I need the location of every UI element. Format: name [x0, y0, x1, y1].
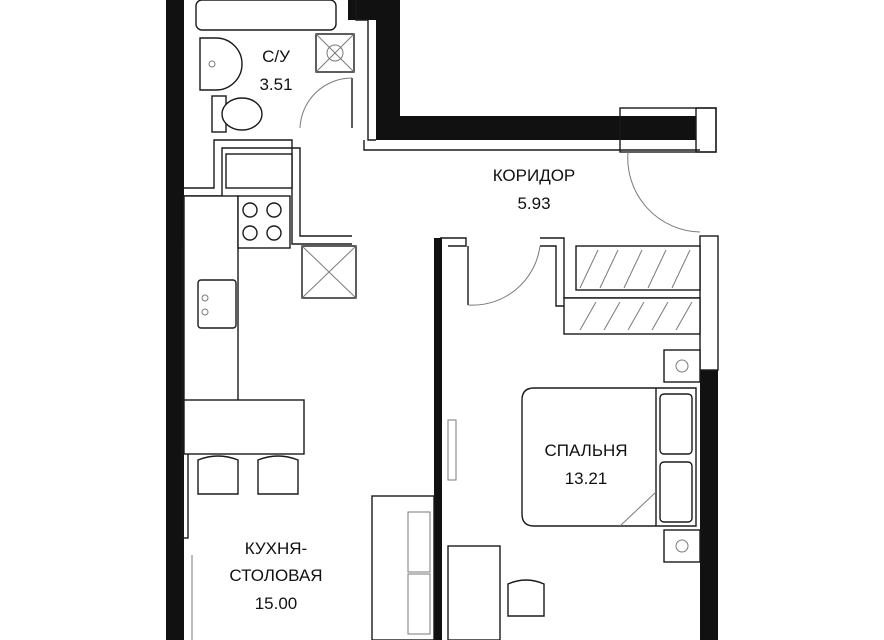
chair-2 — [257, 455, 299, 495]
hatch-2 — [599, 249, 619, 289]
dining-table — [183, 399, 305, 455]
bathtub — [195, 0, 337, 31]
desk — [447, 545, 501, 640]
hatch-4 — [647, 249, 667, 289]
lamp-bottom — [675, 539, 689, 553]
entry-door-swing — [627, 151, 701, 233]
pillow-2 — [659, 461, 693, 523]
burner-3 — [242, 225, 258, 241]
hatch-9 — [651, 301, 669, 331]
corridor-name: КОРИДОР — [493, 166, 576, 185]
upper-window-sill — [695, 107, 717, 153]
kitchen-fixtures — [183, 195, 435, 640]
kitchen-shaft-cross-b — [301, 245, 357, 299]
wardrobe-lower — [563, 297, 701, 335]
bedroom-fixtures — [447, 245, 701, 640]
sink-tap-2 — [201, 308, 209, 316]
vent-circle — [326, 44, 344, 62]
kitchen-name-line1: КУХНЯ- — [245, 539, 307, 558]
hatch-1 — [579, 249, 599, 289]
sink-tap-1 — [201, 294, 209, 302]
bedroom-door-swing — [467, 245, 541, 306]
shaft-outline — [355, 0, 376, 141]
hatch-6 — [579, 301, 597, 331]
bed — [521, 387, 697, 527]
doors — [299, 77, 701, 306]
washing-machine-block — [225, 153, 293, 189]
burner-2 — [266, 202, 282, 218]
pillow-1 — [659, 393, 693, 455]
sofa-cushion-2 — [407, 573, 431, 635]
bathroom-door-swing — [299, 77, 353, 129]
desk-chair — [507, 579, 545, 617]
bedroom-name: СПАЛЬНЯ — [544, 441, 627, 460]
kitchen-area: 15.00 — [255, 594, 298, 613]
sofa-cushion-1 — [407, 511, 431, 573]
toilet-bowl — [221, 97, 263, 131]
bedroom-area: 13.21 — [565, 469, 608, 488]
washbasin — [199, 37, 243, 91]
bathroom-fixtures — [195, 0, 355, 189]
top-wall-segment — [348, 0, 378, 20]
nightstand-bottom — [663, 529, 701, 563]
bathroom-area: 3.51 — [259, 75, 292, 94]
corridor-area: 5.93 — [517, 194, 550, 213]
bed-blanket-fold — [619, 491, 657, 527]
bedroom-left-wall — [434, 238, 442, 640]
kitchen-sink — [197, 279, 237, 329]
chair-1 — [197, 455, 239, 495]
burner-1 — [242, 202, 258, 218]
walls — [166, 0, 718, 640]
hatch-5 — [671, 249, 691, 289]
hatch-10 — [675, 301, 693, 331]
bathroom-name: С/У — [262, 47, 290, 66]
bedroom-door-jamb-left — [440, 237, 467, 247]
lamp-top — [675, 359, 689, 373]
hatch-8 — [627, 301, 645, 331]
right-window-frame — [699, 235, 719, 371]
left-exterior-wall — [166, 0, 184, 640]
burner-4 — [266, 225, 282, 241]
hatch-3 — [623, 249, 643, 289]
hatch-7 — [603, 301, 621, 331]
room-labels: С/У 3.51 КОРИДОР 5.93 СПАЛЬНЯ 13.21 КУХН… — [229, 47, 627, 613]
tv-panel — [447, 419, 457, 481]
washbasin-drain — [208, 60, 216, 68]
vent-cross-b — [315, 33, 355, 73]
corridor-top-line — [363, 140, 700, 151]
right-exterior-wall — [700, 370, 718, 640]
bathroom-partition-inner — [184, 139, 352, 245]
nightstand-top — [663, 349, 701, 383]
upper-horizontal-wall — [376, 116, 696, 140]
sofa — [371, 495, 435, 640]
kitchen-name-line2: СТОЛОВАЯ — [229, 566, 322, 585]
